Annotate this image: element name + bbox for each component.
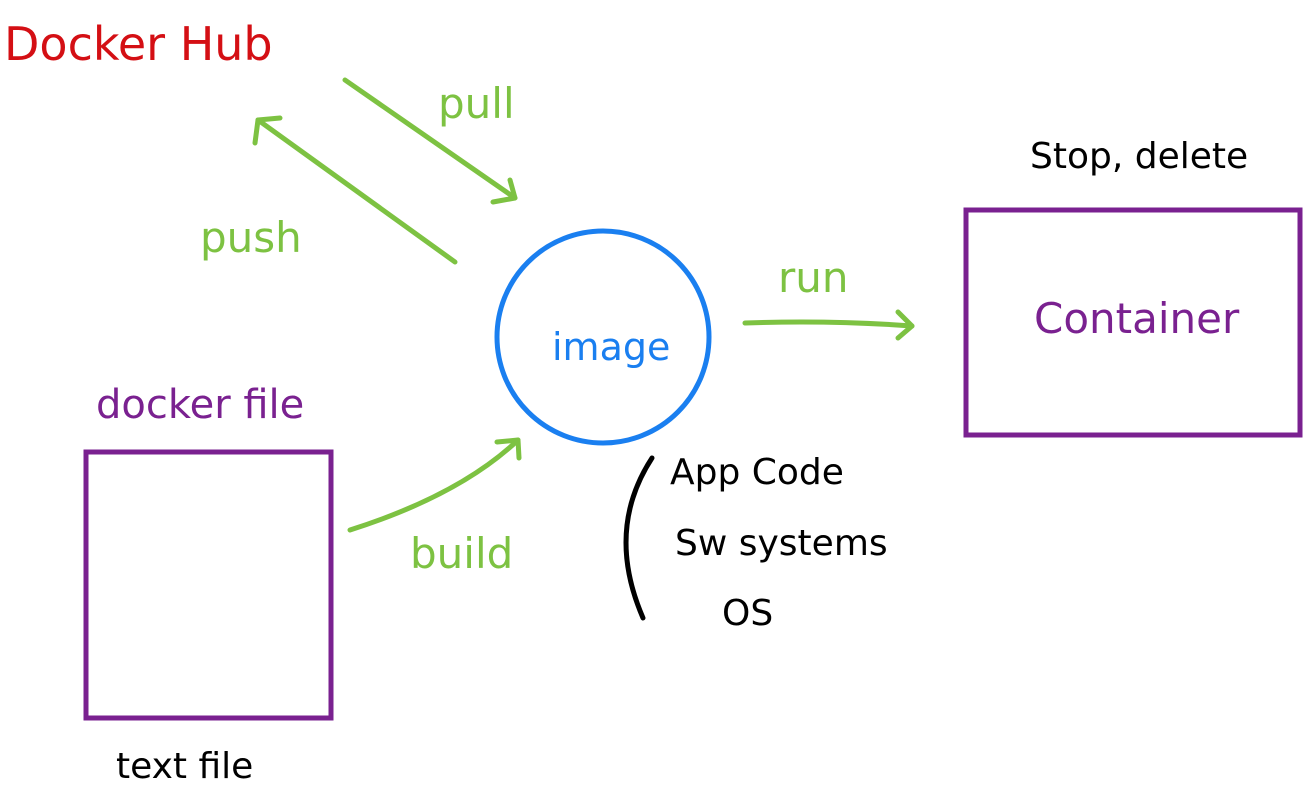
pull-label: pull [438, 79, 515, 128]
run-label: run [778, 253, 849, 302]
layers-bracket [623, 455, 655, 621]
container-label: Container [1034, 294, 1240, 343]
layer-app-code: App Code [670, 452, 844, 493]
image-node [494, 228, 712, 446]
build-label: build [410, 529, 513, 578]
image-label: image [552, 325, 670, 369]
layer-os: OS [722, 593, 773, 634]
docker-hub-label: Docker Hub [4, 17, 273, 71]
layer-sw-systems: Sw systems [675, 523, 888, 564]
push-label: push [200, 213, 302, 262]
run-arrow [742, 309, 915, 341]
build-arrow [347, 437, 522, 533]
container-actions-label: Stop, delete [1030, 136, 1248, 177]
docker-file-node [83, 449, 334, 721]
container-node [963, 207, 1303, 438]
docker-file-label: docker file [96, 382, 304, 428]
push-arrow [252, 115, 458, 265]
pull-arrow [342, 77, 518, 205]
text-file-label: text file [116, 746, 253, 786]
